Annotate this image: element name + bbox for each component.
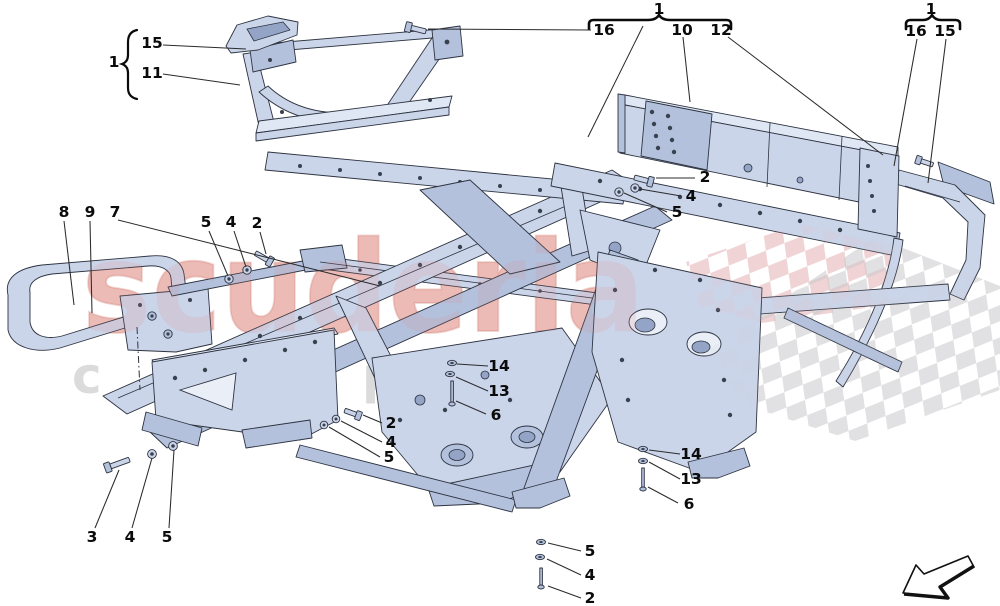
part-number-10: 10 xyxy=(671,21,693,39)
part-number-4: 4 xyxy=(386,433,397,451)
part-number-5: 5 xyxy=(162,528,173,546)
upper-frame-assembly xyxy=(225,15,464,142)
stud-6-right xyxy=(641,467,645,489)
leader-line-9-8 xyxy=(89,220,93,314)
leader-line-7-9 xyxy=(117,219,381,287)
part-number-2: 2 xyxy=(386,414,397,432)
left-lower-slab xyxy=(141,327,339,449)
leader-line-5-10 xyxy=(208,230,229,277)
part-number-15: 15 xyxy=(934,22,956,40)
part-number-6: 6 xyxy=(491,406,502,424)
part-number-13: 13 xyxy=(680,470,702,488)
leader-line-5-24 xyxy=(328,426,381,458)
leader-line-11-1 xyxy=(162,73,241,86)
part-number-2: 2 xyxy=(252,214,263,232)
part-number-5: 5 xyxy=(672,203,683,221)
leader-line-15-0 xyxy=(162,44,247,50)
leader-line-5-15 xyxy=(623,192,668,213)
assembly-1-leader-line xyxy=(587,25,644,138)
part-number-16: 16 xyxy=(593,21,615,39)
leader-line-6-18 xyxy=(455,400,487,415)
leader-line-2-30 xyxy=(547,585,582,599)
part-number-14: 14 xyxy=(680,445,702,463)
group-label-1-2: 1 xyxy=(926,0,937,18)
leader-line-2-22 xyxy=(362,414,383,424)
group-label-1-0: 1 xyxy=(109,53,120,71)
axis-line xyxy=(136,326,141,391)
part-number-9: 9 xyxy=(85,203,96,221)
leader-line-14-16 xyxy=(456,363,489,367)
bolt-16-top xyxy=(403,21,427,35)
part-number-5: 5 xyxy=(585,542,596,560)
leader-line-4-29 xyxy=(546,558,582,576)
leader-line-5-28 xyxy=(547,542,582,552)
leader-line-3-25 xyxy=(94,469,120,529)
part-number-13: 13 xyxy=(488,382,510,400)
sway-bar-loop xyxy=(6,255,213,353)
part-number-5: 5 xyxy=(384,448,395,466)
bolt-2-midcenter xyxy=(633,174,655,188)
part-number-11: 11 xyxy=(141,64,163,82)
group-bracket-top-center xyxy=(587,12,733,31)
part-number-4: 4 xyxy=(686,187,697,205)
direction-arrow-icon xyxy=(902,555,975,600)
part-number-14: 14 xyxy=(488,357,510,375)
part-number-4: 4 xyxy=(585,566,596,584)
leader-line-15-6 xyxy=(927,38,947,184)
fasteners xyxy=(103,21,934,590)
group-label-1-1: 1 xyxy=(654,0,665,18)
leader-line-12-4 xyxy=(727,36,884,156)
bolt-3 xyxy=(103,457,131,474)
stud-2-bottom xyxy=(539,567,543,587)
leader-line-10-3 xyxy=(682,36,691,103)
group-bracket-top-right xyxy=(904,12,962,31)
part-number-16: 16 xyxy=(905,22,927,40)
part-number-7: 7 xyxy=(110,203,121,221)
group-bracket-top-left xyxy=(118,28,139,101)
part-number-2: 2 xyxy=(700,168,711,186)
leader-line-2-12 xyxy=(259,231,267,255)
part-number-4: 4 xyxy=(226,213,237,231)
leader-line-4-23 xyxy=(340,420,383,443)
part-number-5: 5 xyxy=(201,213,212,231)
leader-line-5-27 xyxy=(168,449,175,529)
leader-line-13-20 xyxy=(648,461,681,480)
leader-line-4-26 xyxy=(131,457,153,529)
leader-line-4-11 xyxy=(233,230,247,268)
leader-line-14-19 xyxy=(648,449,681,455)
part-number-3: 3 xyxy=(87,528,98,546)
part-number-4: 4 xyxy=(125,528,136,546)
part-number-12: 12 xyxy=(710,21,732,39)
stud-6-center xyxy=(450,380,454,404)
part-number-6: 6 xyxy=(684,495,695,513)
bolt-2-lowerleft xyxy=(343,408,363,421)
leader-line-8-7 xyxy=(63,220,75,306)
part-number-2: 2 xyxy=(585,589,596,606)
part-number-15: 15 xyxy=(141,34,163,52)
leader-line-6-21 xyxy=(647,486,679,504)
part-number-8: 8 xyxy=(59,203,70,221)
leader-line-13-17 xyxy=(455,376,489,392)
leader-line-16-5 xyxy=(893,38,918,167)
leader-line-16-2 xyxy=(427,28,592,31)
leader-line-4-14 xyxy=(639,188,682,197)
